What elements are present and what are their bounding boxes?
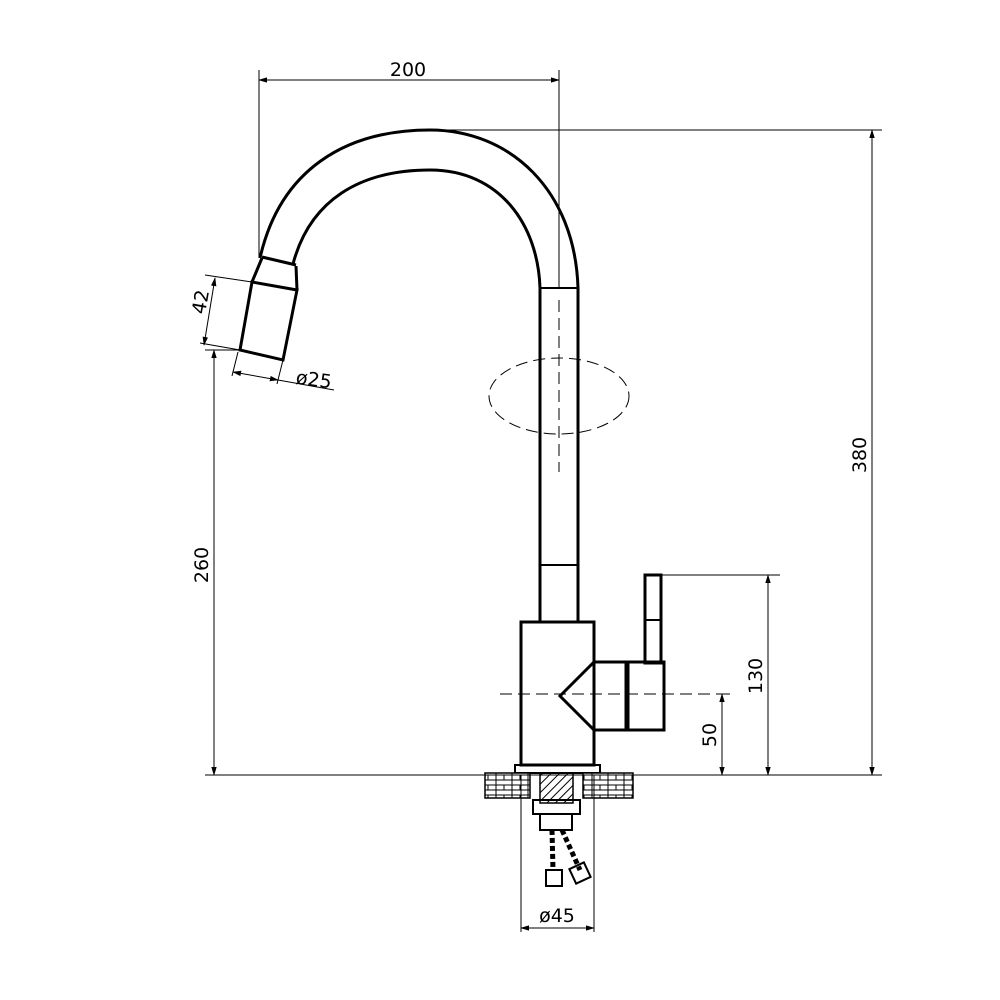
dim-handle-height-label: 130	[745, 658, 767, 694]
aerator	[238, 280, 299, 362]
dim-base-diameter-label: ø45	[539, 905, 575, 927]
shank-hatch	[539, 772, 574, 804]
dim-total-height-label: 380	[849, 437, 871, 473]
dimension-lines	[199, 70, 882, 932]
dim-outlet-height-label: 260	[191, 547, 213, 583]
hose-fitting-right	[568, 861, 592, 885]
supply-hose-left	[549, 829, 556, 871]
spout-ring	[261, 255, 297, 267]
dim-aerator-length-label: 42	[188, 288, 214, 316]
countertop-right	[582, 772, 634, 799]
countertop-left	[484, 772, 531, 799]
lock-washer	[539, 813, 573, 831]
handle-cap	[624, 660, 666, 732]
spout-outer	[258, 128, 580, 289]
spout-inner	[291, 168, 542, 289]
dim-reach-label: 200	[390, 59, 426, 81]
handle-connector	[557, 660, 630, 732]
hose-fitting-left	[545, 869, 563, 887]
supply-hose-right	[559, 828, 583, 872]
dim-aerator-diameter-label: ø25	[295, 367, 334, 394]
faucet-outline	[238, 128, 720, 887]
dim-body-height-label: 50	[699, 723, 721, 747]
